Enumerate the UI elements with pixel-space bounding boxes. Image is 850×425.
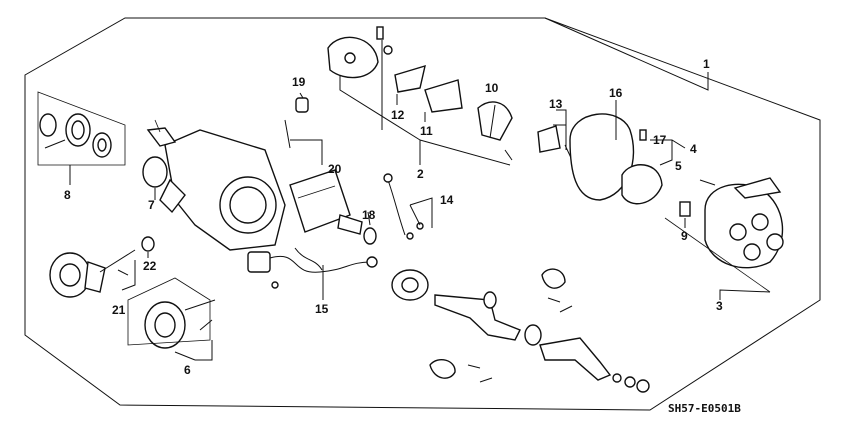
bracket-12 xyxy=(394,64,426,93)
wire-harness-15 xyxy=(247,247,378,289)
screw-20 xyxy=(284,119,291,149)
callout-9: 9 xyxy=(681,229,688,243)
callout-3: 3 xyxy=(716,299,723,313)
callout-8: 8 xyxy=(64,188,71,202)
screw-9 xyxy=(679,201,691,217)
igniter-module-20 xyxy=(289,169,363,235)
callout-2: 2 xyxy=(417,167,424,181)
kit-box-6 xyxy=(127,277,211,346)
callout-14: 14 xyxy=(440,193,454,207)
washer-18 xyxy=(363,227,377,245)
callout-6: 6 xyxy=(184,363,191,377)
callout-7: 7 xyxy=(148,198,155,212)
breaker-plate xyxy=(327,26,393,79)
wire-14 xyxy=(383,173,424,240)
distributor-housing xyxy=(146,119,286,251)
callout-4: 4 xyxy=(690,142,697,156)
distributor-cap-3 xyxy=(704,177,784,269)
callout-11: 11 xyxy=(420,124,433,138)
callout-15: 15 xyxy=(315,302,329,316)
callout-13: 13 xyxy=(549,97,563,111)
callout-1: 1 xyxy=(703,57,710,71)
callout-16: 16 xyxy=(609,86,623,100)
spring-9 xyxy=(699,179,716,186)
grommet-19 xyxy=(295,97,309,113)
callout-20: 20 xyxy=(328,162,342,176)
cap-box-3 xyxy=(664,217,771,293)
callout-19: 19 xyxy=(292,75,306,89)
kit-box-8 xyxy=(37,91,126,166)
part-13 xyxy=(537,125,561,153)
pickup-assy-10 xyxy=(477,101,513,141)
rotor-5 xyxy=(621,164,663,205)
assembly-boundary xyxy=(24,17,821,411)
callout-10: 10 xyxy=(485,81,499,95)
o-ring-7 xyxy=(142,156,168,188)
callout-22: 22 xyxy=(143,259,157,273)
screw-17 xyxy=(639,129,647,141)
vacuum-advance-6 xyxy=(144,299,216,349)
oil-seal-kit xyxy=(39,113,112,158)
screw-10 xyxy=(504,149,513,161)
callout-12: 12 xyxy=(391,108,405,122)
callout-18: 18 xyxy=(362,208,376,222)
screw-21 xyxy=(117,269,129,276)
callout-17: 17 xyxy=(653,133,667,147)
vacuum-unit-21 xyxy=(49,249,136,298)
leader-lines xyxy=(69,17,771,361)
callout-21: 21 xyxy=(112,303,126,317)
shaft-assembly xyxy=(391,268,650,393)
callout-5: 5 xyxy=(675,159,682,173)
bracket-11 xyxy=(424,79,463,113)
o-ring-22 xyxy=(141,236,155,252)
drawing-code: SH57-E0501B xyxy=(668,402,741,415)
